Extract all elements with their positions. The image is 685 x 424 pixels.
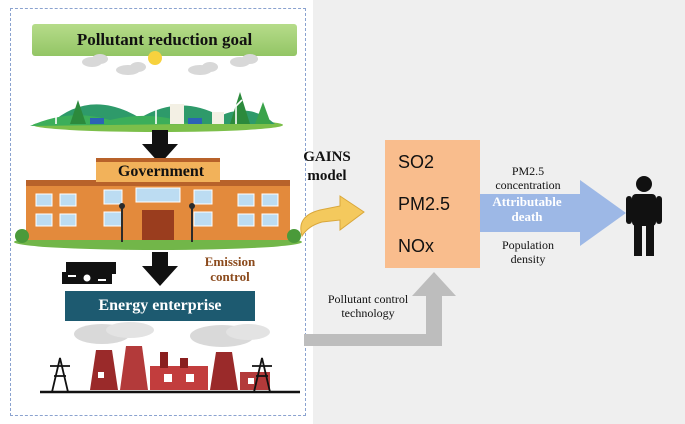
down-arrow-icon (142, 252, 178, 286)
sky-decoration (82, 51, 258, 75)
pollutant-box (385, 140, 480, 268)
energy-enterprise-banner: Energy enterprise (65, 291, 255, 321)
pollutant-pm25: PM2.5 (398, 194, 451, 214)
pollutant-so2: SO2 (398, 152, 435, 172)
pm25-concentration-label: PM2.5 concentration (495, 164, 561, 192)
wind-turbine-icon (47, 95, 243, 124)
pollutant-control-technology-label: Pollutant control technology (327, 292, 409, 320)
person-icon (626, 176, 662, 256)
pollutant-reduction-goal-banner: Pollutant reduction goal (32, 24, 297, 56)
curved-arrow-icon (300, 195, 365, 238)
attributable-death-arrow (480, 180, 626, 246)
down-arrow-icon (142, 130, 178, 164)
cloud-icon (82, 54, 258, 75)
government-label: Government (117, 163, 205, 180)
money-icon (62, 262, 116, 284)
hills-icon (30, 92, 283, 132)
technology-arrow (304, 272, 456, 346)
pollutant-nox: NOx (398, 236, 434, 256)
policy-dashed-frame (10, 8, 306, 416)
emission-control-label: Emission control (204, 254, 256, 284)
solar-panel-icon (90, 104, 224, 124)
factory-icon (40, 322, 300, 394)
sun-icon (148, 51, 162, 65)
population-density-label: Population density (501, 238, 554, 266)
government-building-icon (14, 158, 302, 250)
power-tower-icon (50, 357, 272, 393)
attributable-death-label: Attributable death (492, 194, 562, 224)
gains-model-label: GAINS model (303, 149, 351, 184)
